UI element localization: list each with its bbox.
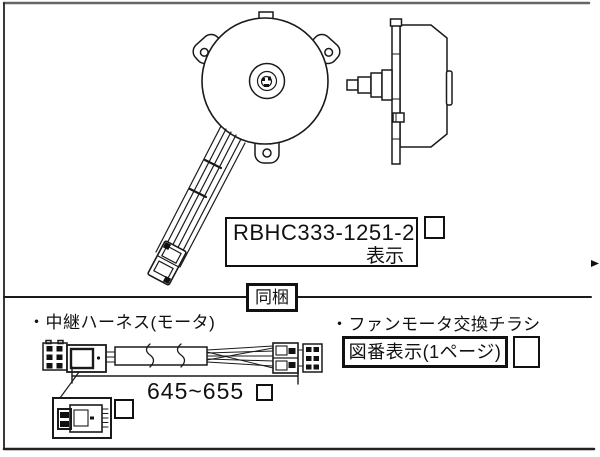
checkbox-flyer xyxy=(513,336,540,368)
harness-sleeve xyxy=(114,343,208,368)
checkbox-connector-detail xyxy=(114,399,134,419)
detail-leader-line xyxy=(59,371,80,399)
checkbox-harness-length xyxy=(256,384,273,401)
part-number-text: RBHC333-1251-2 xyxy=(233,220,415,245)
right-pointer-arrow xyxy=(591,260,599,267)
side-view-clip xyxy=(392,112,405,123)
bundled-tag-box: 同梱 xyxy=(246,283,298,312)
harness-length-dimension: 645~655 xyxy=(147,378,245,404)
side-view-flange xyxy=(391,20,401,165)
harness-right-pin-grid xyxy=(302,343,323,373)
relay-harness-label: ・中継ハーネス(モータ) xyxy=(28,313,216,332)
dimension-line xyxy=(71,366,299,385)
motor-lead-connector xyxy=(147,240,187,286)
flyer-drawing-number-box: 図番表示(1ページ) xyxy=(342,336,508,368)
checkbox-part-number xyxy=(424,216,445,239)
motor-hub xyxy=(248,62,286,100)
harness-left-pin-grid xyxy=(42,339,68,371)
motor-wire-bundle xyxy=(155,125,246,268)
harness-right-connector xyxy=(272,342,299,374)
harness-wires xyxy=(206,345,274,369)
side-view-body xyxy=(399,24,448,148)
replacement-flyer-label: ・ファンモータ交換チラシ xyxy=(331,315,541,334)
side-view-shaft xyxy=(346,69,393,101)
side-view-boss xyxy=(445,70,453,106)
connector-detail-box xyxy=(52,397,112,439)
part-number-label-box: RBHC333-1251-2 表示 xyxy=(225,217,418,267)
bundle-tie-band xyxy=(203,158,223,170)
part-number-caption: 表示 xyxy=(365,246,404,267)
harness-left-connector xyxy=(66,344,107,373)
relay-harness-drawing xyxy=(42,339,323,439)
fan-motor-side-view xyxy=(346,18,453,165)
fan-motor-front-view xyxy=(147,11,341,286)
bundle-tie-band xyxy=(188,187,208,199)
figure-border xyxy=(2,1,596,451)
